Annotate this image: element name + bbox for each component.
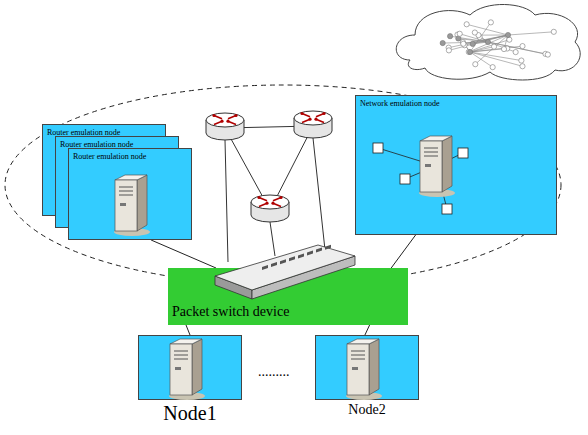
graph-node bbox=[520, 43, 525, 48]
link-line bbox=[365, 325, 370, 335]
packet-switch-band: Packet switch device bbox=[168, 268, 408, 325]
graph-node bbox=[505, 32, 510, 37]
graph-node bbox=[513, 49, 518, 54]
graph-node bbox=[470, 41, 475, 46]
network-emulation-box: Network emulation node bbox=[355, 95, 557, 235]
graph-node bbox=[456, 36, 461, 41]
server-icon bbox=[111, 173, 151, 237]
graph-node bbox=[520, 64, 525, 69]
graph-link bbox=[478, 35, 508, 36]
node-label: Packet switch device bbox=[168, 304, 408, 325]
graph-node bbox=[501, 46, 506, 51]
router-symbol bbox=[294, 111, 332, 138]
graph-node bbox=[447, 34, 452, 39]
graph-link bbox=[469, 35, 508, 52]
host-label: Node2 bbox=[316, 402, 418, 418]
graph-node bbox=[467, 49, 472, 54]
graph-node bbox=[545, 52, 550, 57]
internet-cloud bbox=[396, 4, 580, 80]
graph-link bbox=[470, 22, 491, 52]
server-icon bbox=[166, 337, 206, 401]
graph-node bbox=[551, 29, 556, 34]
graph-node bbox=[490, 65, 495, 70]
graph-node bbox=[519, 58, 524, 63]
graph-link bbox=[508, 32, 554, 35]
graph-link bbox=[470, 52, 493, 67]
graph-node bbox=[440, 40, 445, 45]
router-symbol bbox=[206, 113, 244, 140]
cloud-graph bbox=[440, 20, 556, 70]
node-label: Network emulation node bbox=[360, 99, 552, 108]
host-label: Node1 bbox=[139, 402, 241, 425]
graph-link bbox=[488, 42, 548, 55]
router-uplink bbox=[270, 222, 275, 256]
graph-node bbox=[464, 22, 469, 27]
graph-node bbox=[491, 44, 496, 49]
server-icon bbox=[343, 337, 383, 401]
link-line bbox=[151, 240, 216, 268]
graph-link bbox=[470, 47, 494, 52]
graph-node bbox=[473, 62, 478, 67]
graph-node bbox=[488, 20, 493, 25]
emulation-region bbox=[5, 85, 561, 285]
router-emulation-box: Router emulation node bbox=[68, 148, 192, 240]
ellipsis-label: ......... bbox=[258, 364, 290, 380]
network-topology bbox=[356, 96, 556, 236]
graph-node bbox=[472, 30, 477, 35]
graph-node bbox=[461, 41, 466, 46]
router-uplink bbox=[313, 138, 325, 250]
graph-node bbox=[446, 48, 451, 53]
router-symbol bbox=[251, 195, 289, 222]
graph-node bbox=[485, 39, 490, 44]
link-line bbox=[186, 325, 190, 335]
server-icon bbox=[416, 134, 456, 198]
graph-link bbox=[467, 24, 508, 35]
host-box: Node2 bbox=[315, 335, 419, 400]
link-line bbox=[391, 235, 415, 268]
router-links bbox=[225, 126, 325, 262]
host-box: Node1 bbox=[138, 335, 242, 400]
node-label: Router emulation node bbox=[73, 152, 187, 161]
graph-link bbox=[463, 35, 508, 44]
router-uplink bbox=[225, 140, 228, 262]
graph-node bbox=[457, 31, 462, 36]
